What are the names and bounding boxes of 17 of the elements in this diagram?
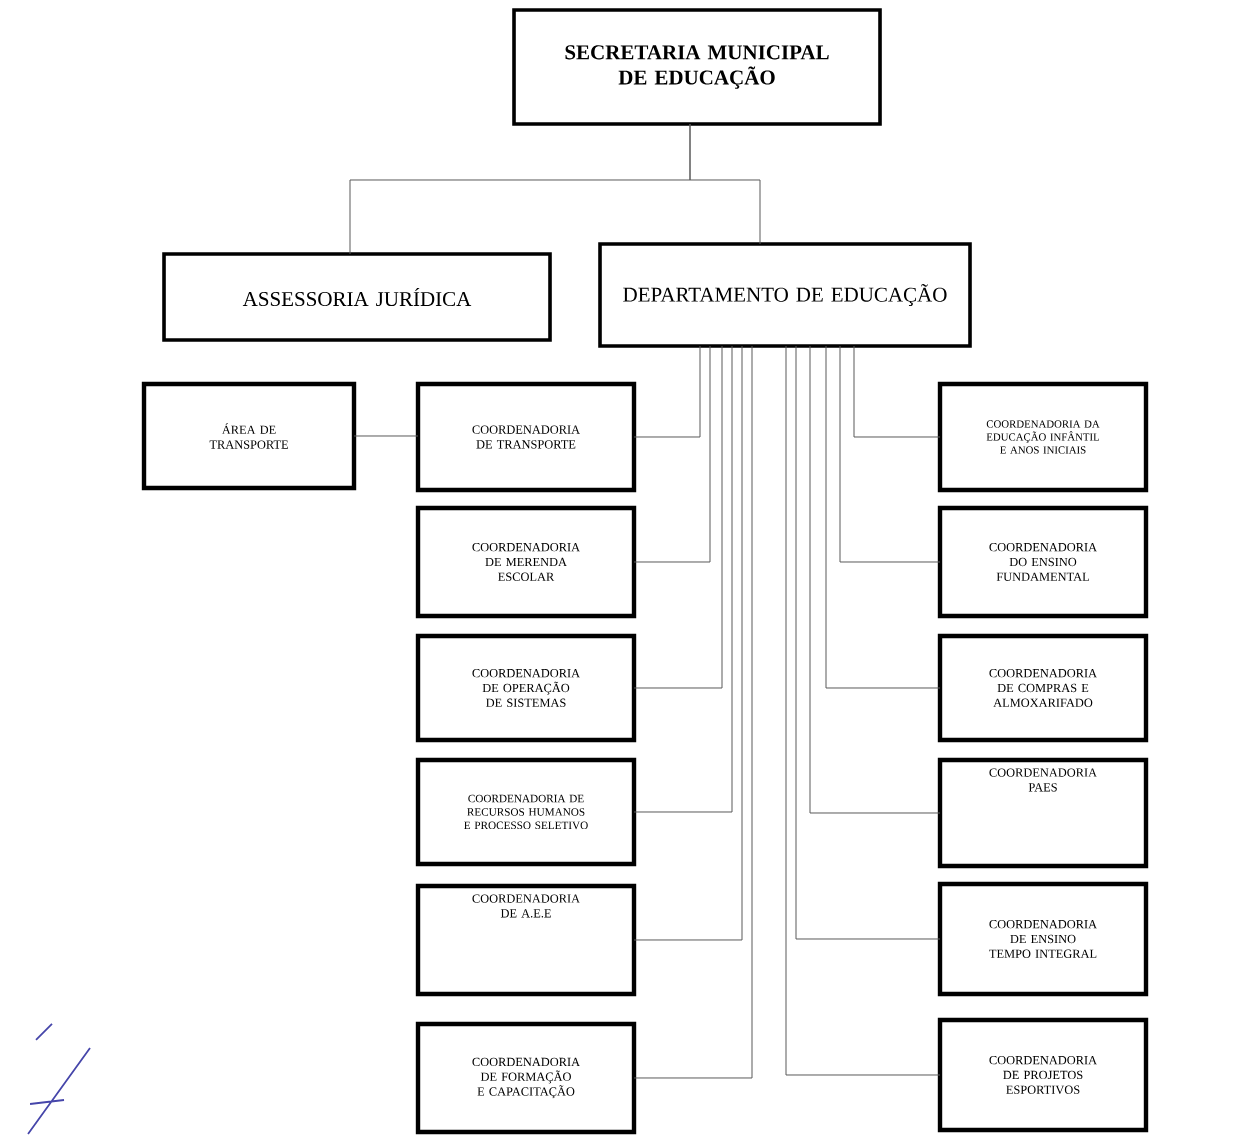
connector-line [633,345,753,1079]
connector-line [353,435,419,437]
secretariat-box: SECRETARIA MUNICIPAL DE EDUCAÇÃO [512,8,882,126]
connector-line [689,123,761,245]
department-box: DEPARTAMENTO DE EDUCAÇÃO [598,242,972,348]
connector-line [633,345,733,813]
connector-line [633,345,711,563]
connector-line [809,345,941,814]
connector-line [825,345,941,689]
connector-line [633,345,701,438]
connector-line [795,345,941,940]
connector-line [633,345,743,941]
connector-line [853,345,941,438]
department-box: ASSESSORIA JURÍDICA [162,252,552,342]
connector-line [839,345,941,563]
connector-line [785,345,941,1076]
connector-line [633,345,723,689]
